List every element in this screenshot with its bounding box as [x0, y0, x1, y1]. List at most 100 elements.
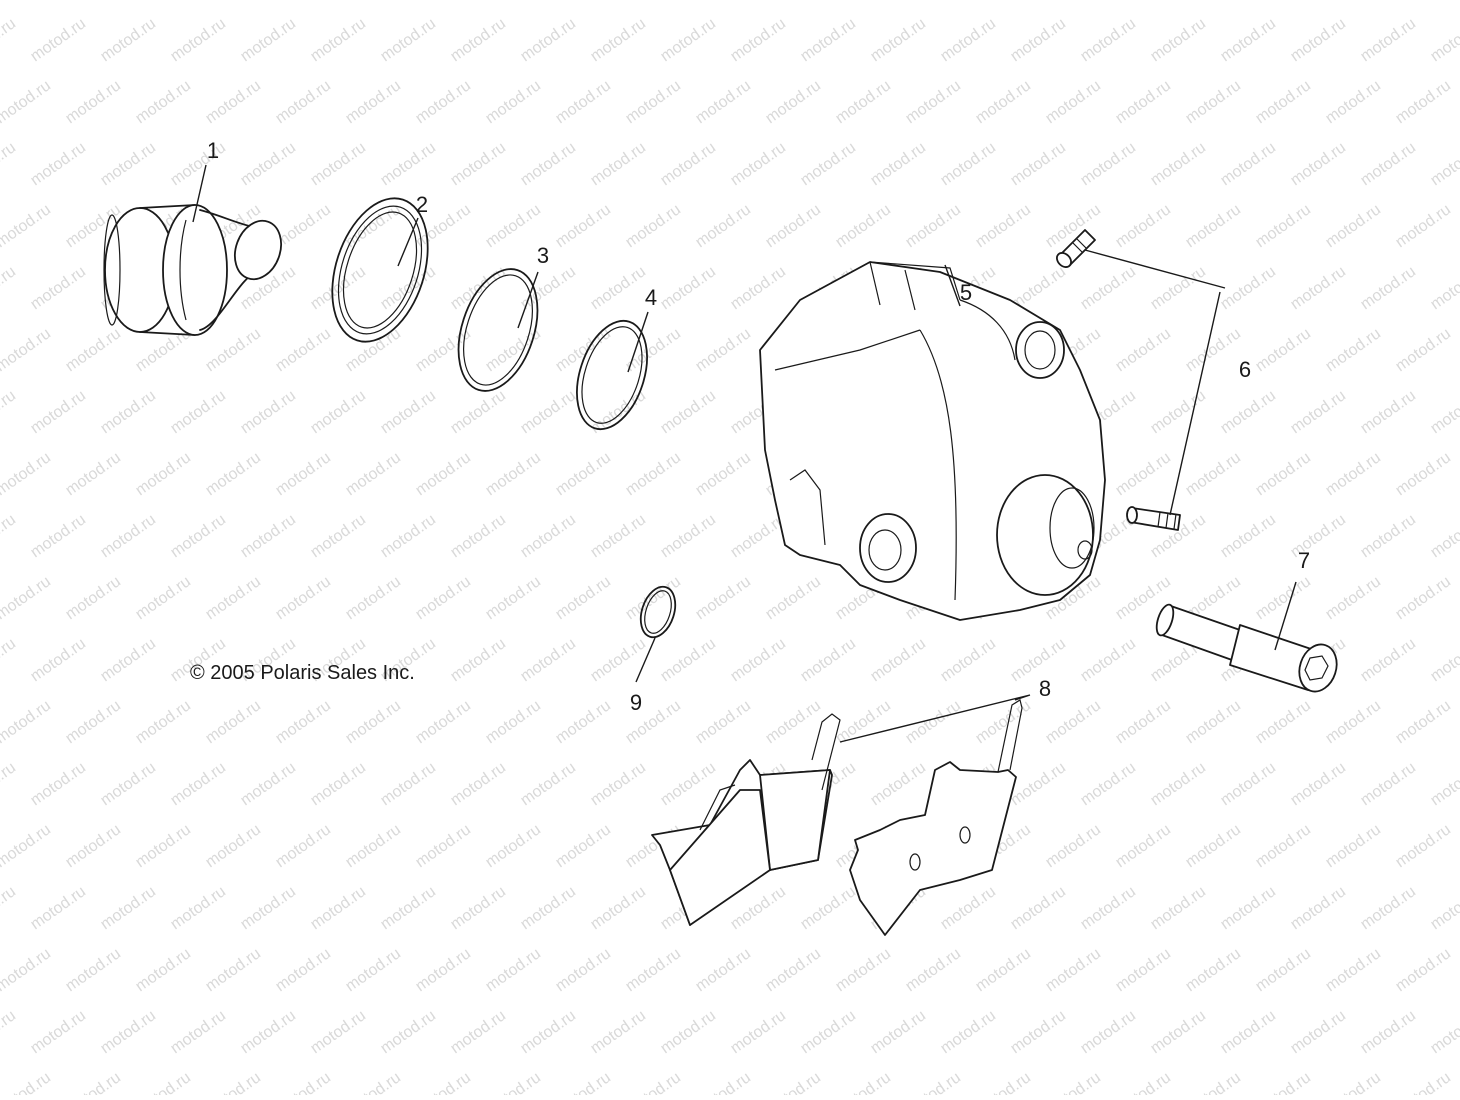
watermark-text: motod.ru [588, 759, 649, 809]
watermark-text: motod.ru [1008, 139, 1069, 189]
watermark-text: motod.ru [1148, 263, 1209, 313]
watermark-text: motod.ru [868, 635, 929, 685]
watermark-text: motod.ru [203, 821, 264, 871]
watermark-text: motod.ru [378, 883, 439, 933]
watermark-text: motod.ru [553, 325, 614, 375]
watermark-text: motod.ru [238, 883, 299, 933]
watermark-text: motod.ru [833, 1069, 894, 1095]
watermark-text: motod.ru [658, 139, 719, 189]
watermark-text: motod.ru [728, 1007, 789, 1057]
watermark-text: motod.ru [1288, 511, 1349, 561]
watermark-text: motod.ru [28, 15, 89, 65]
watermark-text: motod.ru [98, 139, 159, 189]
watermark-text: motod.ru [273, 945, 334, 995]
watermark-text: motod.ru [658, 511, 719, 561]
watermark-text: motod.ru [1253, 821, 1314, 871]
watermark-text: motod.ru [28, 883, 89, 933]
watermark-text: motod.ru [1078, 263, 1139, 313]
watermark-text: motod.ru [1393, 821, 1454, 871]
watermark-text: motod.ru [1358, 139, 1419, 189]
watermark-text: motod.ru [448, 15, 509, 65]
watermark-text: motod.ru [553, 77, 614, 127]
watermark-text: motod.ru [308, 759, 369, 809]
part-caliper-body [759, 261, 1106, 621]
watermark-text: motod.ru [1218, 759, 1279, 809]
part-brake-pads [651, 699, 1023, 936]
watermark-text: motod.ru [63, 325, 124, 375]
watermark-text: motod.ru [903, 77, 964, 127]
watermark-text: motod.ru [868, 15, 929, 65]
watermark-text: motod.ru [728, 139, 789, 189]
watermark-text: motod.ru [1428, 511, 1460, 561]
watermark-text: motod.ru [1288, 1007, 1349, 1057]
watermark-text: motod.ru [1113, 0, 1174, 3]
watermark-text: motod.ru [0, 15, 19, 65]
watermark-text: motod.ru [413, 77, 474, 127]
watermark-text: motod.ru [0, 1007, 19, 1057]
watermark-text: motod.ru [98, 759, 159, 809]
watermark-text: motod.ru [1078, 15, 1139, 65]
watermark-text: motod.ru [0, 759, 19, 809]
watermark-text: motod.ru [1183, 821, 1244, 871]
watermark-text: motod.ru [553, 201, 614, 251]
watermark-text: motod.ru [343, 573, 404, 623]
part-ring-4 [576, 319, 648, 431]
watermark-text: motod.ru [973, 201, 1034, 251]
watermark-text: motod.ru [1043, 821, 1104, 871]
copyright-notice: © 2005 Polaris Sales Inc. [190, 662, 415, 684]
watermark-text: motod.ru [588, 511, 649, 561]
watermark-text: motod.ru [798, 139, 859, 189]
watermark-text: motod.ru [728, 15, 789, 65]
callout-1: 1 [207, 138, 219, 163]
watermark-text: motod.ru [903, 945, 964, 995]
watermark-text: motod.ru [273, 77, 334, 127]
watermark-text: motod.ru [588, 883, 649, 933]
watermark-text: motod.ru [63, 1069, 124, 1095]
bleed-screw-lower [1126, 506, 1181, 531]
watermark-text: motod.ru [833, 77, 894, 127]
watermark-text: motod.ru [833, 201, 894, 251]
watermark-text: motod.ru [0, 821, 54, 871]
watermark-text: motod.ru [483, 449, 544, 499]
watermark-text: motod.ru [1218, 387, 1279, 437]
watermark-text: motod.ru [483, 697, 544, 747]
watermark-text: motod.ru [1393, 697, 1454, 747]
callout-7: 7 [1298, 548, 1310, 573]
watermark-text: motod.ru [1428, 263, 1460, 313]
watermark-text: motod.ru [98, 1007, 159, 1057]
watermark-text: motod.ru [1183, 945, 1244, 995]
watermark-text: motod.ru [693, 573, 754, 623]
watermark-text: motod.ru [133, 0, 194, 3]
watermark-text: motod.ru [1323, 821, 1384, 871]
watermark-text: motod.ru [63, 449, 124, 499]
watermark-text: motod.ru [133, 821, 194, 871]
watermark-text: motod.ru [1393, 449, 1454, 499]
watermark-text: motod.ru [1323, 449, 1384, 499]
watermark-text: motod.ru [0, 77, 54, 127]
watermark-text: motod.ru [63, 945, 124, 995]
watermark-text: motod.ru [1253, 0, 1314, 3]
watermark-text: motod.ru [693, 449, 754, 499]
watermark-text: motod.ru [448, 635, 509, 685]
watermark-text: motod.ru [343, 821, 404, 871]
watermark-text: motod.ru [0, 1069, 54, 1095]
watermark-text: motod.ru [203, 77, 264, 127]
watermark-text: motod.ru [1323, 573, 1384, 623]
watermark-text: motod.ru [763, 945, 824, 995]
watermark-text: motod.ru [238, 387, 299, 437]
watermark-text: motod.ru [1043, 945, 1104, 995]
watermark-text: motod.ru [833, 0, 894, 3]
watermark-text: motod.ru [0, 635, 19, 685]
watermark-text: motod.ru [378, 511, 439, 561]
watermark-text: motod.ru [98, 511, 159, 561]
watermark-text: motod.ru [833, 697, 894, 747]
watermark-text: motod.ru [308, 15, 369, 65]
watermark-text: motod.ru [1148, 139, 1209, 189]
part-oring-9 [639, 585, 677, 639]
brake-pad-right [849, 699, 1023, 936]
watermark-text: motod.ru [273, 821, 334, 871]
watermark-text: motod.ru [203, 325, 264, 375]
watermark-text: motod.ru [1393, 1069, 1454, 1095]
watermark-text: motod.ru [763, 201, 824, 251]
